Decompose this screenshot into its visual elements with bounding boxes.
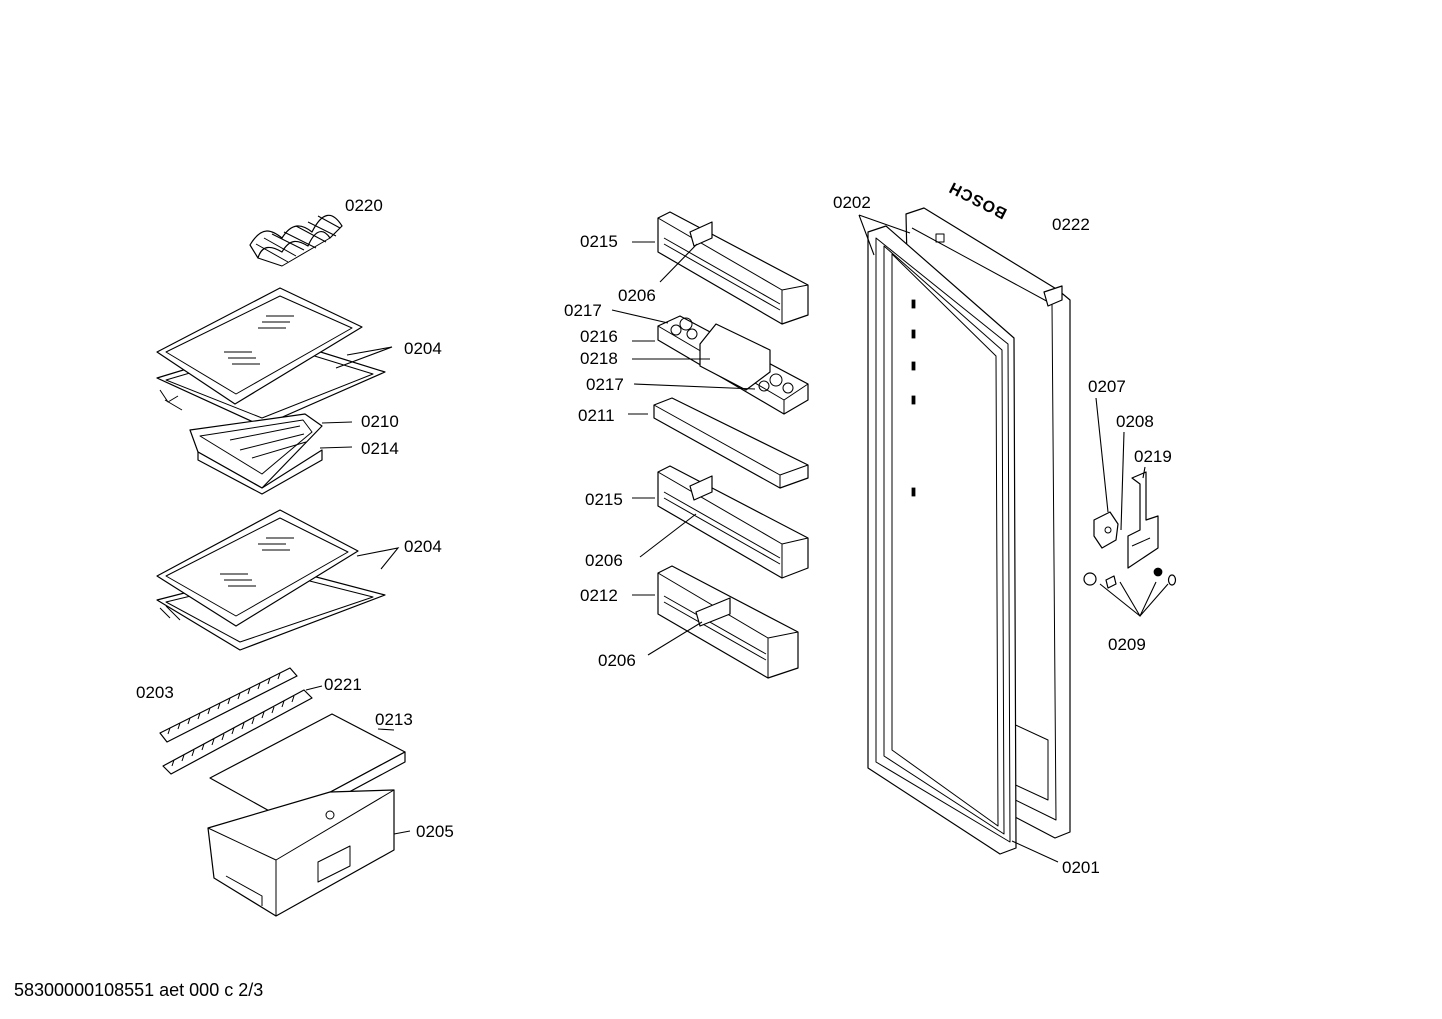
label-0207: 0207: [1088, 377, 1126, 396]
part-0204-glass-shelves-upper: [156, 287, 386, 427]
label-0218: 0218: [580, 349, 618, 368]
part-0210-0214-trays: [189, 413, 323, 495]
part-labels: 0220 0204 0210 0214 0204 0203 0221 0213 …: [136, 193, 1172, 877]
label-0215-top: 0215: [580, 232, 618, 251]
label-0206-bottom: 0206: [598, 651, 636, 670]
part-0212-door-shelf-bottom: [657, 565, 799, 679]
label-0205: 0205: [416, 822, 454, 841]
part-0203-0221-slide-strips: [159, 667, 313, 775]
part-0215-door-shelf-top: [657, 211, 809, 325]
part-0201-door-gasket: [867, 225, 1017, 855]
part-0211-door-shelf-shallow: [653, 397, 809, 489]
part-0207-hinge-cover: [1093, 511, 1119, 549]
label-0220: 0220: [345, 196, 383, 215]
label-0204-lower: 0204: [404, 537, 442, 556]
label-0222: 0222: [1052, 215, 1090, 234]
part-0215-door-shelf-middle: [657, 465, 809, 579]
drawing-reference-footer: 58300000108551 aet 000 c 2/3: [14, 980, 264, 1000]
label-0213: 0213: [375, 710, 413, 729]
label-0212: 0212: [580, 586, 618, 605]
label-0203: 0203: [136, 683, 174, 702]
part-0216-egg-tray: [657, 315, 809, 415]
label-0206-top: 0206: [618, 286, 656, 305]
label-0204-upper: 0204: [404, 339, 442, 358]
label-0214: 0214: [361, 439, 399, 458]
part-0205-crisper-drawer: [207, 789, 395, 917]
part-0204-glass-shelf-lower: [156, 509, 386, 651]
label-0210: 0210: [361, 412, 399, 431]
label-0211: 0211: [578, 406, 615, 425]
label-0208: 0208: [1116, 412, 1154, 431]
part-0219-hinge-bracket: [1127, 471, 1159, 569]
label-0201: 0201: [1062, 858, 1100, 877]
label-0215-middle: 0215: [585, 490, 623, 509]
label-0217-top: 0217: [564, 301, 602, 320]
label-0216: 0216: [580, 327, 618, 346]
brand-logo-bosch: BOSCH: [946, 178, 1010, 222]
label-0209: 0209: [1108, 635, 1146, 654]
label-0217-bottom: 0217: [586, 375, 624, 394]
label-0206-middle: 0206: [585, 551, 623, 570]
leader-lines: [305, 214, 1169, 863]
label-0221: 0221: [324, 675, 362, 694]
label-0202: 0202: [833, 193, 871, 212]
part-0220-wine-rack: [249, 214, 343, 267]
part-0209-hinge-screws: [1083, 567, 1177, 589]
label-0219: 0219: [1134, 447, 1172, 466]
